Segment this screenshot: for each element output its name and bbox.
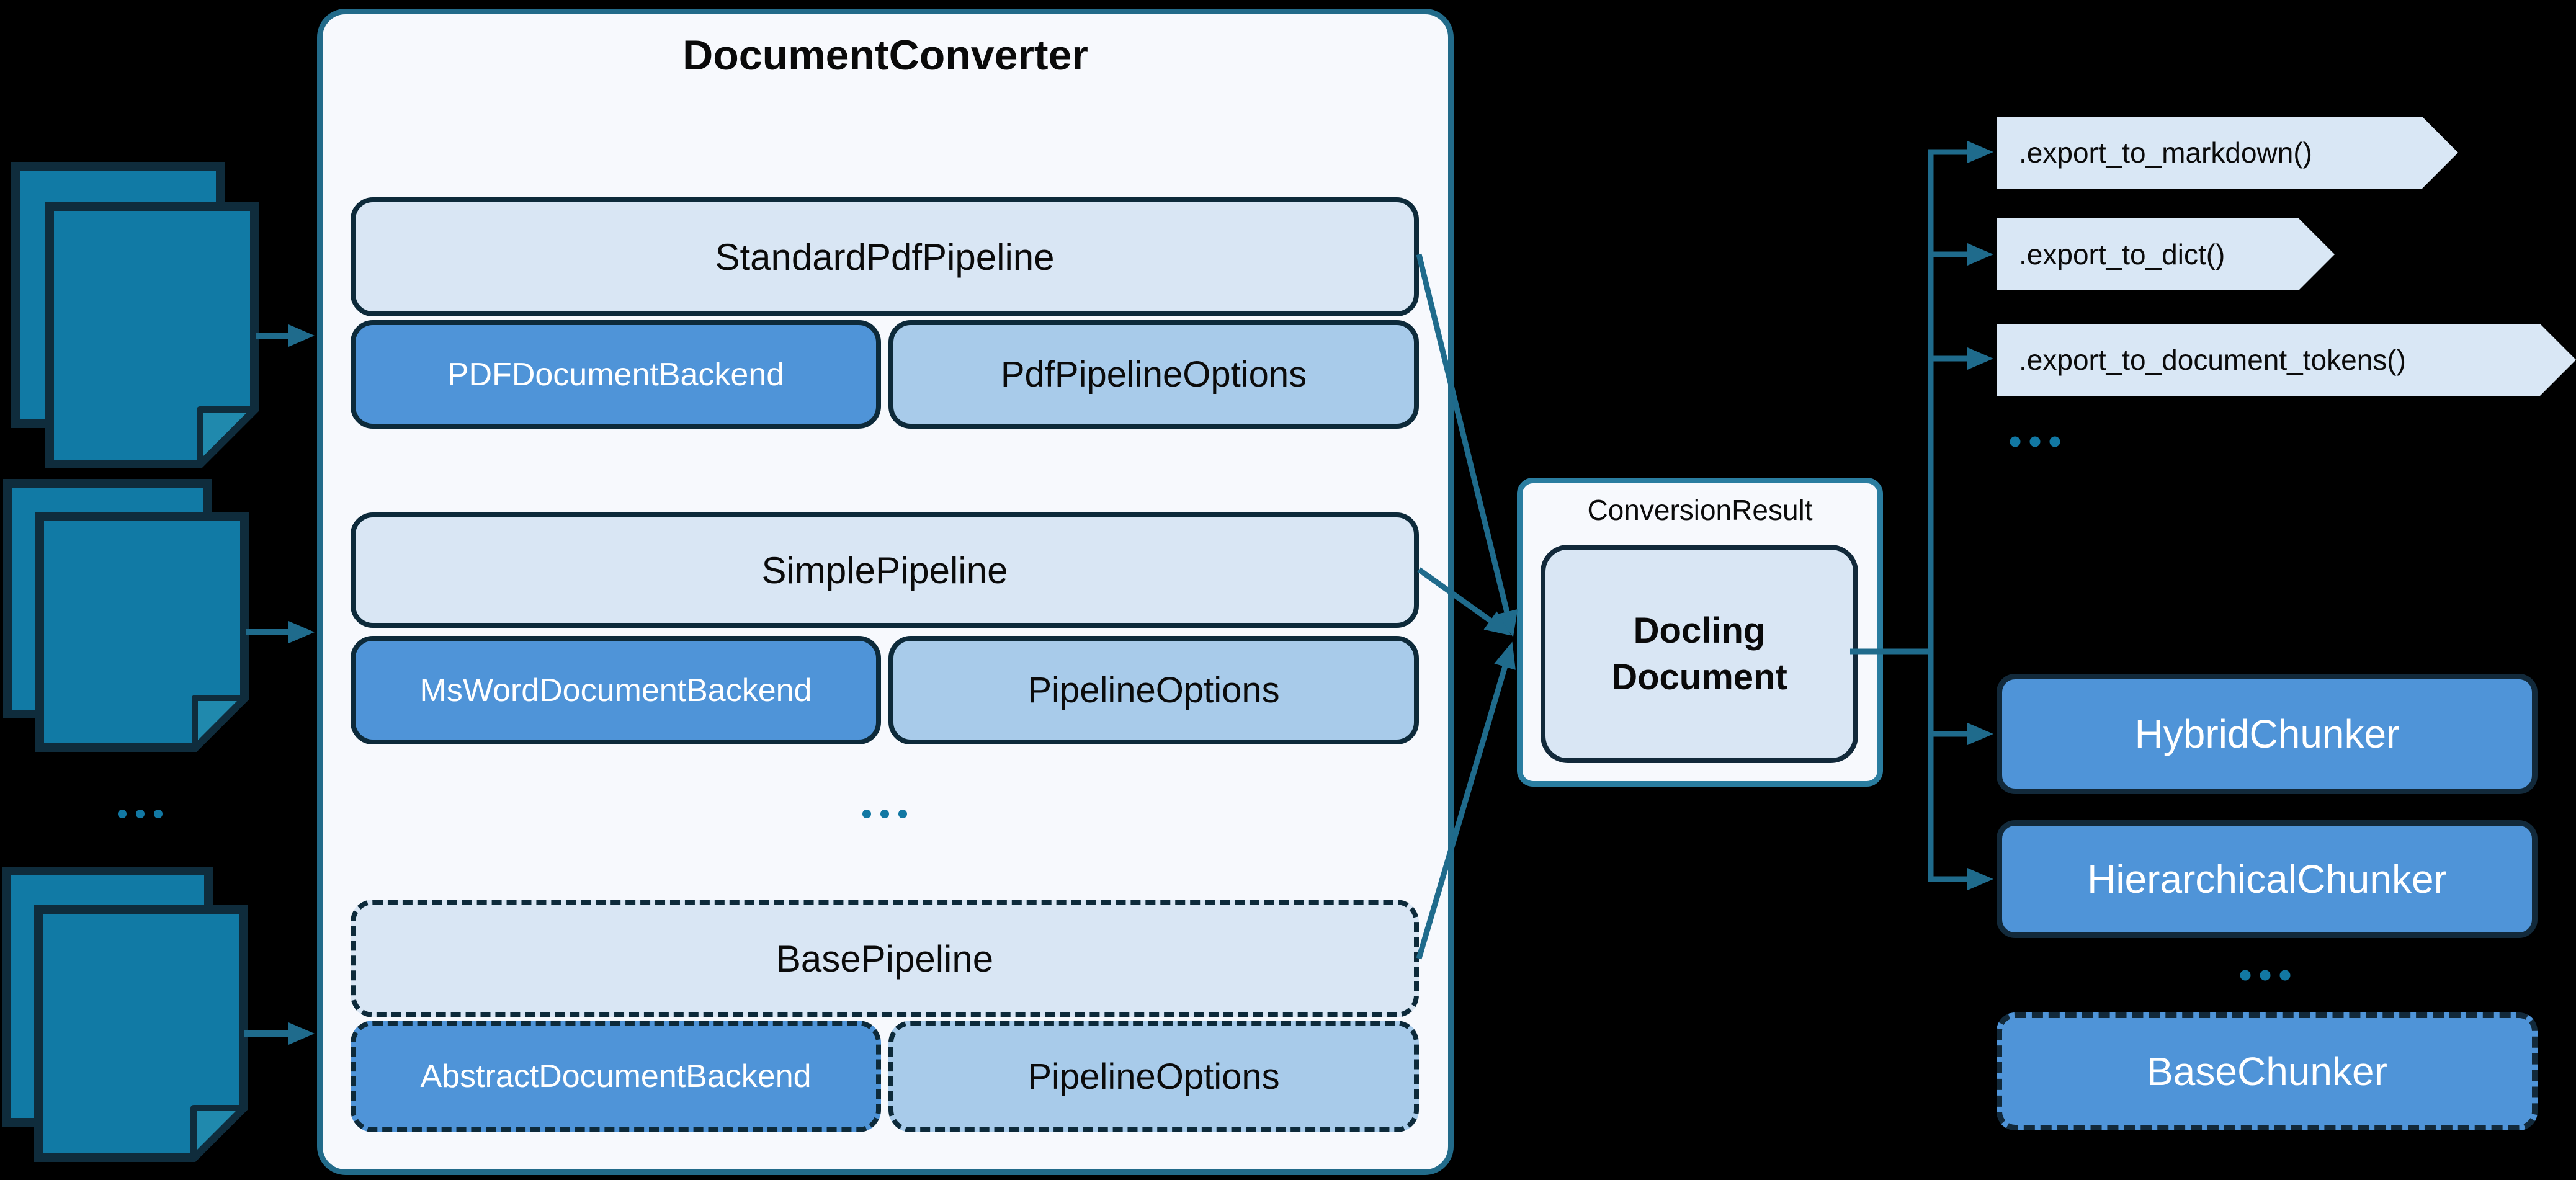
backend-pdfdocument-box: PDFDocumentBackend (351, 320, 881, 429)
hybrid-chunker-box: HybridChunker (1997, 674, 2538, 794)
pipeline-base-box: BasePipeline (351, 900, 1419, 1017)
options-pdfpipeline-box: PdfPipelineOptions (888, 320, 1419, 429)
conversion-result-label: ConversionResult (1587, 494, 1813, 526)
options-basepipeline-box: PipelineOptions (888, 1021, 1419, 1132)
pipeline-simple-box: SimplePipeline (351, 512, 1419, 628)
pipeline-standardpdf-box: StandardPdfPipeline (351, 197, 1419, 316)
backend-msword-box: MsWordDocumentBackend (351, 636, 881, 744)
export-to-document-tokens-shape: .export_to_document_tokens() (1997, 324, 2576, 396)
document-converter-title: DocumentConverter (682, 32, 1088, 79)
pdf-document-label: PDF (100, 306, 204, 364)
docling-document-box: Docling Document (1541, 545, 1858, 763)
backend-abstractdocument-box: AbstractDocumentBackend (351, 1021, 881, 1132)
options-pipeline-box: PipelineOptions (888, 636, 1419, 744)
some-format-document-label: <some format> (83, 991, 199, 1075)
hierarchical-chunker-box: HierarchicalChunker (1997, 820, 2538, 938)
converter-ellipsis-icon (862, 810, 907, 818)
exports-ellipsis-icon (2010, 436, 2060, 447)
chunkers-ellipsis-icon (2240, 970, 2291, 981)
export-to-dict-shape: .export_to_dict() (1997, 218, 2335, 290)
export-to-markdown-shape: .export_to_markdown() (1997, 117, 2458, 189)
inputs-ellipsis-icon (118, 810, 163, 818)
base-chunker-box: BaseChunker (1997, 1012, 2538, 1130)
docx-document-label: DOCX (76, 606, 208, 658)
